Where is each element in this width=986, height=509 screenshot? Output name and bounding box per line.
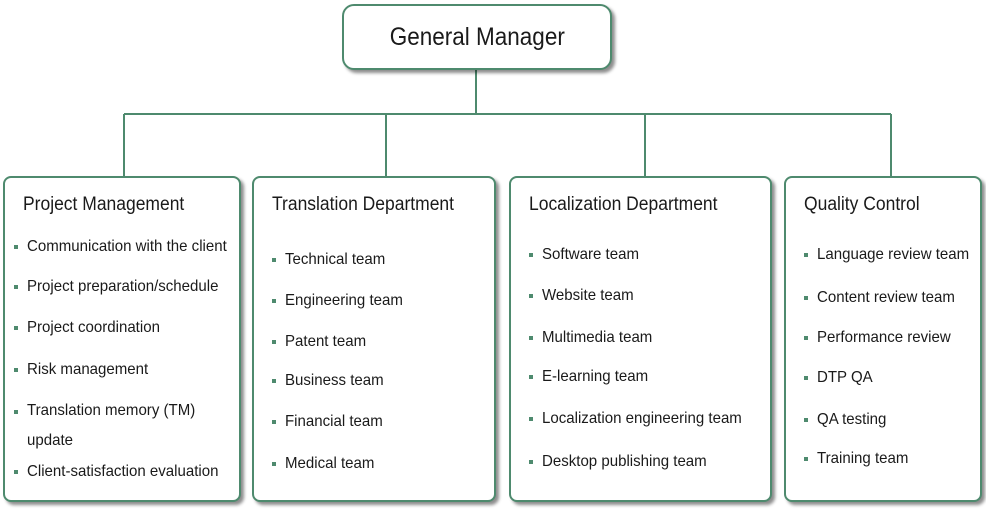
bullet-icon (272, 379, 276, 383)
department-title: Localization Department (529, 194, 718, 215)
translation-department-box: Translation Department Technical team En… (252, 176, 496, 502)
bullet-icon (529, 375, 533, 379)
list-item: Communication with the client (14, 236, 240, 257)
bullet-icon (529, 294, 533, 298)
general-manager-title: General Manager (389, 22, 565, 51)
list-item: Performance review (804, 327, 959, 348)
bullet-icon (529, 336, 533, 340)
list-item: Localization engineering team (529, 408, 755, 429)
list-item: Content review team (804, 287, 964, 308)
department-title: Quality Control (804, 194, 920, 215)
bullet-icon (14, 245, 18, 249)
list-item: Language review team (804, 244, 979, 265)
bullet-icon (804, 376, 808, 380)
bullet-icon (529, 253, 533, 257)
bullet-icon (14, 326, 18, 330)
list-item: Patent team (272, 331, 371, 352)
list-item: Desktop publishing team (529, 451, 717, 472)
list-item: QA testing (804, 409, 891, 430)
bullet-icon (272, 340, 276, 344)
bullet-icon (529, 417, 533, 421)
bullet-icon (14, 470, 18, 474)
bullet-icon (529, 460, 533, 464)
bullet-icon (14, 368, 18, 372)
list-item: Project coordination (14, 317, 168, 338)
bullet-icon (804, 457, 808, 461)
list-item: Risk management (14, 359, 156, 380)
quality-control-box: Quality Control Language review team Con… (784, 176, 982, 502)
list-item: Multimedia team (529, 327, 659, 348)
list-item: Website team (529, 285, 640, 306)
localization-department-box: Localization Department Software team We… (509, 176, 772, 502)
bullet-icon (272, 258, 276, 262)
list-item: Software team (529, 244, 645, 265)
bullet-icon (804, 336, 808, 340)
bullet-icon (804, 418, 808, 422)
list-item: Business team (272, 370, 390, 391)
bullet-icon (272, 462, 276, 466)
list-item: Translation memory (TM) update (14, 401, 232, 456)
department-title: Translation Department (272, 194, 455, 215)
list-item: Client-satisfaction evaluation (14, 461, 231, 482)
department-title: Project Management (23, 194, 185, 215)
project-management-box: Project Management Communication with th… (3, 176, 241, 502)
bullet-icon (14, 410, 18, 414)
list-item: Financial team (272, 411, 389, 432)
list-item: Training team (804, 448, 914, 469)
bullet-icon (14, 285, 18, 289)
general-manager-box: General Manager (342, 4, 612, 70)
list-item: Project preparation/schedule (14, 276, 231, 297)
bullet-icon (804, 296, 808, 300)
bullet-icon (272, 420, 276, 424)
list-item: DTP QA (804, 367, 876, 388)
list-item: Engineering team (272, 290, 410, 311)
list-item: Medical team (272, 453, 380, 474)
bullet-icon (804, 253, 808, 257)
bullet-icon (272, 299, 276, 303)
list-item: Technical team (272, 249, 392, 270)
list-item: E-learning team (529, 366, 655, 387)
